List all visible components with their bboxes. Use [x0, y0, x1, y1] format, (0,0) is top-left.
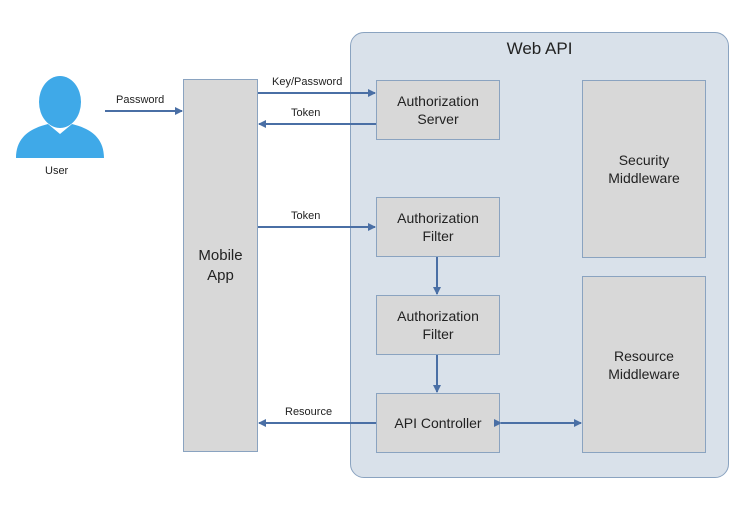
resource-middleware-box: Resource Middleware [582, 276, 706, 453]
api-controller-box: API Controller [376, 393, 500, 453]
edge-label-token-send: Token [291, 210, 321, 222]
web-api-title: Web API [506, 39, 573, 58]
edge-label-password: Password [116, 94, 165, 106]
authorization-filter-box-2: Authorization Filter [376, 295, 500, 355]
mobile-app-box: Mobile App [183, 79, 258, 452]
edge-label-key-password: Key/Password [272, 76, 343, 88]
security-middleware-box: Security Middleware [582, 80, 706, 258]
edge-label-token-return: Token [291, 107, 321, 119]
authorization-server-box: Authorization Server [376, 80, 500, 140]
authorization-filter-box-1: Authorization Filter [376, 197, 500, 257]
user-label: User [45, 165, 69, 177]
user-icon [16, 76, 104, 158]
edge-label-resource: Resource [285, 406, 333, 418]
